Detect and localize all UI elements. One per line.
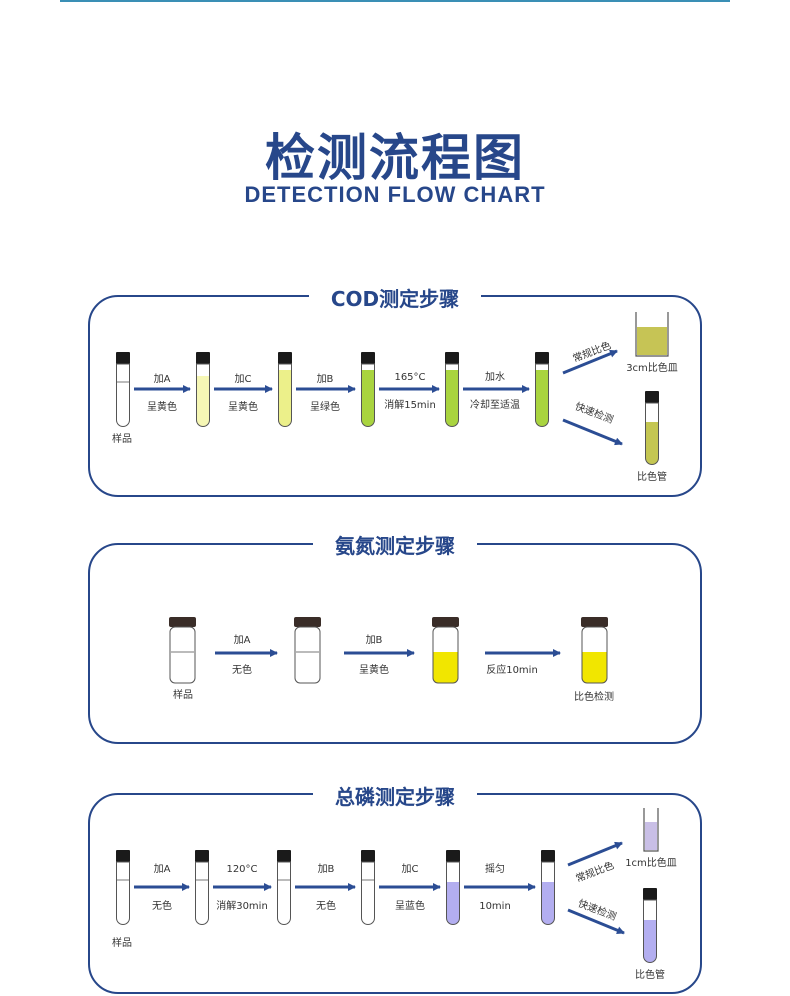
cod-step-2-bottom: 呈黄色: [228, 400, 258, 413]
cod-sample-label: 样品: [112, 432, 132, 445]
ammonia-step-3-bottom: 反应10min: [486, 663, 538, 676]
p-step-2-bottom: 消解30min: [216, 899, 268, 912]
p-color-tube: [643, 888, 657, 963]
cod-tube-label: 比色管: [637, 470, 667, 483]
p-cuvette-1cm: [643, 808, 659, 852]
cod-tube-3: [278, 352, 292, 427]
cod-tube-4: [361, 352, 375, 427]
cod-step-1-top: 加A: [154, 373, 171, 385]
cod-dish-label: 3cm比色皿: [626, 361, 678, 374]
ammonia-step-1-top: 加A: [234, 634, 251, 646]
ammonia-step-1-bottom: 无色: [232, 663, 252, 676]
cod-step-3-top: 加B: [317, 373, 334, 385]
cod-step-4-bottom: 消解15min: [384, 398, 436, 411]
cod-color-tube: [645, 391, 659, 465]
ammonia-bottle-2: [294, 617, 321, 684]
ammonia-sample-label: 样品: [173, 688, 193, 701]
p-tube-label: 比色管: [635, 968, 665, 981]
p-tube-4: [361, 850, 375, 925]
p-arrow-branch-up: [567, 841, 623, 867]
cod-tube-5: [445, 352, 459, 427]
p-step-5-bottom: 10min: [479, 901, 511, 912]
p-branch-down-label: 快速检测: [576, 896, 618, 922]
p-tube-2: [195, 850, 209, 925]
ammonia-end-label: 比色检测: [574, 690, 614, 703]
cod-tube-sample: [116, 352, 130, 427]
p-tube-5: [446, 850, 460, 925]
top-divider-line: [60, 0, 730, 2]
cod-arrow-branch-up: [562, 349, 618, 375]
p-step-4-bottom: 呈蓝色: [395, 899, 425, 912]
p-branch-up-label: 常规比色: [574, 858, 616, 884]
p-tube-6: [541, 850, 555, 925]
p-step-4-top: 加C: [402, 863, 419, 875]
p-dish-label: 1cm比色皿: [625, 856, 677, 869]
p-arrow-branch-down: [567, 908, 625, 935]
ammonia-bottle-4: [581, 617, 608, 684]
p-step-5-top: 摇匀: [485, 862, 505, 875]
ammonia-bottle-sample: [169, 617, 196, 684]
cod-step-5-bottom: 冷却至适温: [470, 398, 520, 411]
cod-branch-down-label: 快速检测: [573, 399, 615, 425]
p-step-1-bottom: 无色: [152, 899, 172, 912]
p-step-3-bottom: 无色: [316, 899, 336, 912]
cod-tube-6: [535, 352, 549, 427]
cod-step-5-top: 加水: [485, 371, 505, 383]
p-tube-3: [277, 850, 291, 925]
ammonia-bottle-3: [432, 617, 459, 684]
ammonia-section-title: 氨氮测定步骤: [0, 530, 790, 559]
p-step-1-top: 加A: [154, 863, 171, 875]
ammonia-step-2-top: 加B: [366, 634, 383, 646]
p-step-2-top: 120°C: [226, 864, 257, 875]
p-sample-label: 样品: [112, 936, 132, 949]
page-title: 检测流程图: [265, 129, 525, 187]
cod-step-1-bottom: 呈黄色: [147, 400, 177, 413]
ammonia-step-2-bottom: 呈黄色: [359, 663, 389, 676]
page-subtitle: DETECTION FLOW CHART: [244, 182, 546, 207]
cod-step-4-top: 165°C: [394, 372, 425, 383]
cod-section-title: COD测定步骤: [0, 283, 790, 312]
p-tube-sample: [116, 850, 130, 925]
cod-arrow-branch-down: [562, 418, 623, 446]
cod-tube-2: [196, 352, 210, 427]
cod-step-2-top: 加C: [235, 373, 252, 385]
cod-cuvette-3cm: [635, 312, 669, 357]
phosphorus-section-title: 总磷测定步骤: [0, 781, 790, 810]
p-step-3-top: 加B: [318, 863, 335, 875]
cod-step-3-bottom: 呈绿色: [310, 400, 340, 413]
